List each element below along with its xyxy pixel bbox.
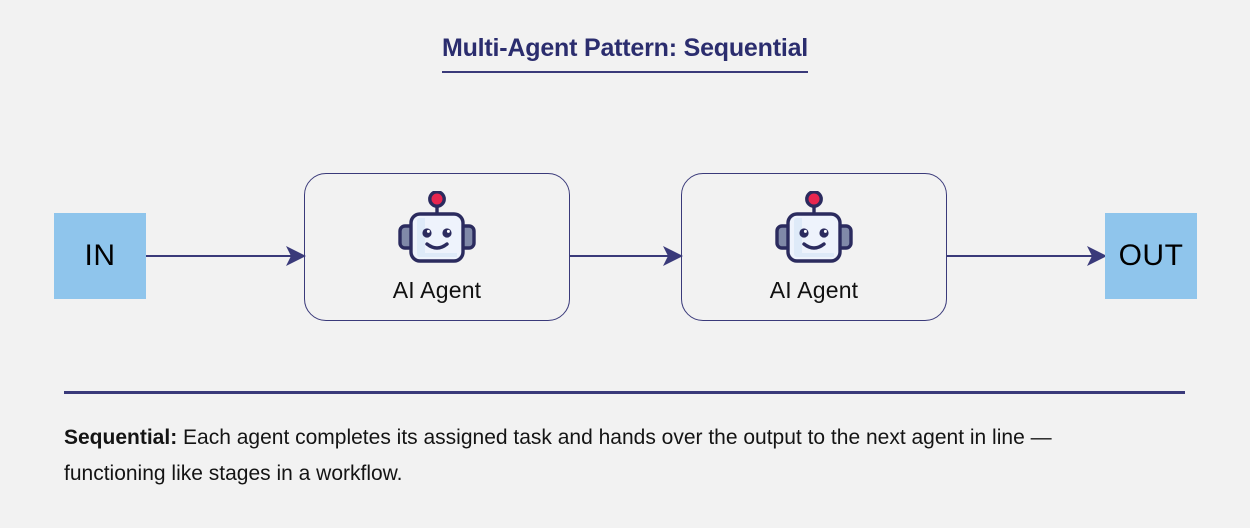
agent-node-1: AI Agent bbox=[304, 173, 570, 321]
agent-node-1-label: AI Agent bbox=[392, 276, 482, 303]
agent-node-2-label: AI Agent bbox=[769, 276, 859, 303]
caption-lead: Sequential: bbox=[64, 426, 178, 449]
output-node: OUT bbox=[1105, 213, 1197, 299]
arrow-agent-1-to-agent-2-icon bbox=[570, 246, 683, 266]
section-divider bbox=[64, 391, 1185, 394]
page-title: Multi-Agent Pattern: Sequential bbox=[0, 34, 1250, 73]
input-node-label: IN bbox=[84, 239, 116, 272]
robot-icon-glyph bbox=[775, 190, 853, 263]
agent-node-2: AI Agent bbox=[681, 173, 947, 321]
arrow-agent-2-to-out bbox=[947, 245, 1107, 267]
robot-icon-glyph bbox=[398, 190, 476, 263]
robot-icon bbox=[772, 190, 856, 267]
arrow-in-to-agent-1 bbox=[146, 245, 306, 267]
output-node-label: OUT bbox=[1118, 239, 1184, 272]
arrow-agent-1-to-agent-2 bbox=[570, 245, 683, 267]
arrow-in-to-agent-1-icon bbox=[146, 246, 306, 266]
caption-body: Each agent completes its assigned task a… bbox=[64, 426, 1052, 485]
robot-icon bbox=[395, 190, 479, 267]
page-title-text: Multi-Agent Pattern: Sequential bbox=[441, 34, 808, 73]
arrow-agent-2-to-out-icon bbox=[947, 246, 1107, 266]
caption: Sequential: Each agent completes its ass… bbox=[64, 420, 1064, 492]
input-node: IN bbox=[54, 213, 146, 299]
